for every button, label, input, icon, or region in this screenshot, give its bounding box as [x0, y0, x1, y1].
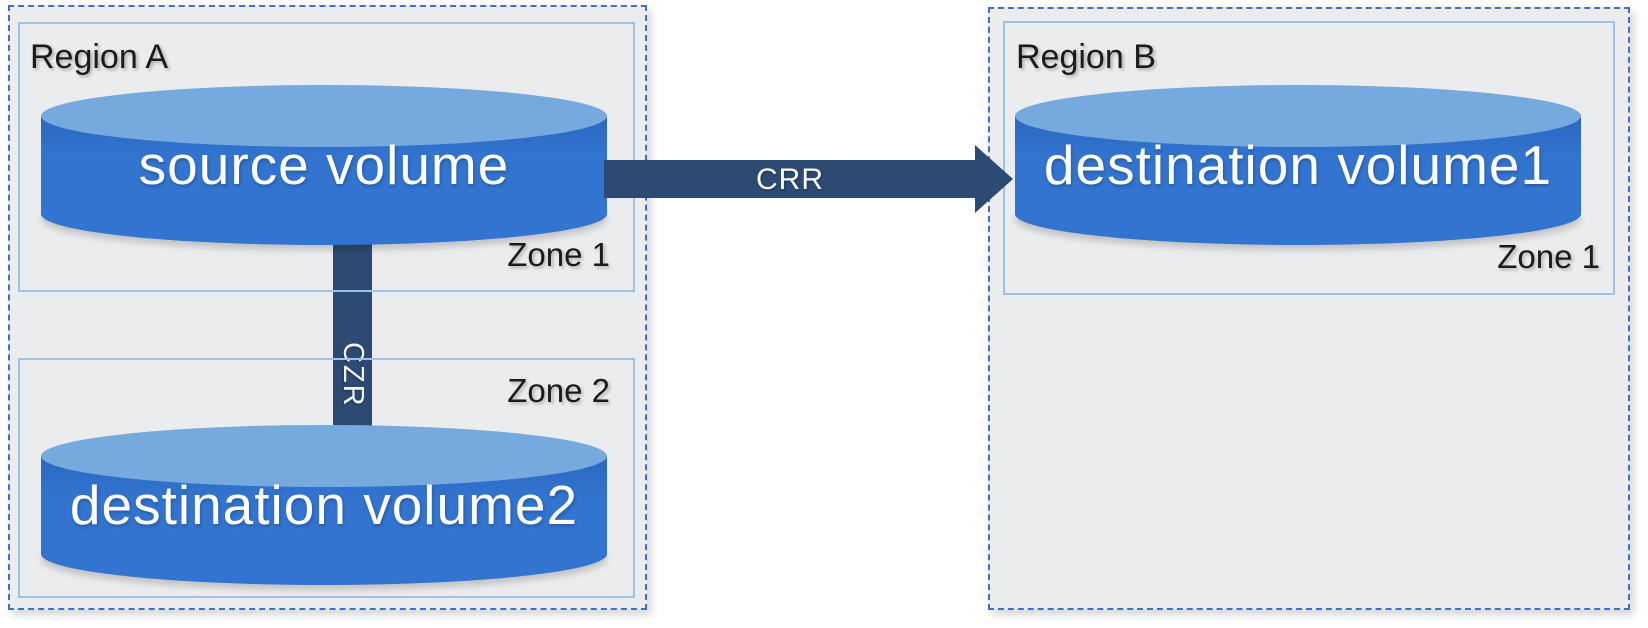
- region-a-zone1-label: Zone 1: [507, 236, 610, 273]
- region-a-zone2-label: Zone 2: [507, 372, 610, 409]
- region-a-zone2-box: [18, 358, 635, 598]
- region-b-label: Region B: [1016, 38, 1156, 76]
- czr-arrow-label: CZR: [337, 342, 369, 408]
- destination-volume2-cylinder: destination volume2: [41, 425, 607, 585]
- destination-volume2-label: destination volume2: [69, 474, 579, 536]
- destination-volume1-cylinder: destination volume1: [1015, 85, 1581, 245]
- cylinder-top-ellipse: [41, 85, 607, 147]
- source-volume-label: source volume: [138, 134, 510, 196]
- region-a-zone1-box: [18, 22, 635, 292]
- region-b-zone1-label: Zone 1: [1497, 238, 1600, 275]
- cylinder-top-ellipse: [1015, 85, 1581, 147]
- czr-arrow-shaft: [333, 230, 372, 442]
- region-a-label: Region A: [30, 38, 168, 76]
- crr-arrow-head: [975, 145, 1013, 213]
- crr-arrow-label: CRR: [756, 163, 824, 196]
- destination-volume1-label: destination volume1: [1043, 134, 1553, 196]
- cylinder-top-ellipse: [41, 425, 607, 487]
- source-volume-cylinder: source volume: [41, 85, 607, 245]
- crr-arrow-shaft: [604, 160, 975, 198]
